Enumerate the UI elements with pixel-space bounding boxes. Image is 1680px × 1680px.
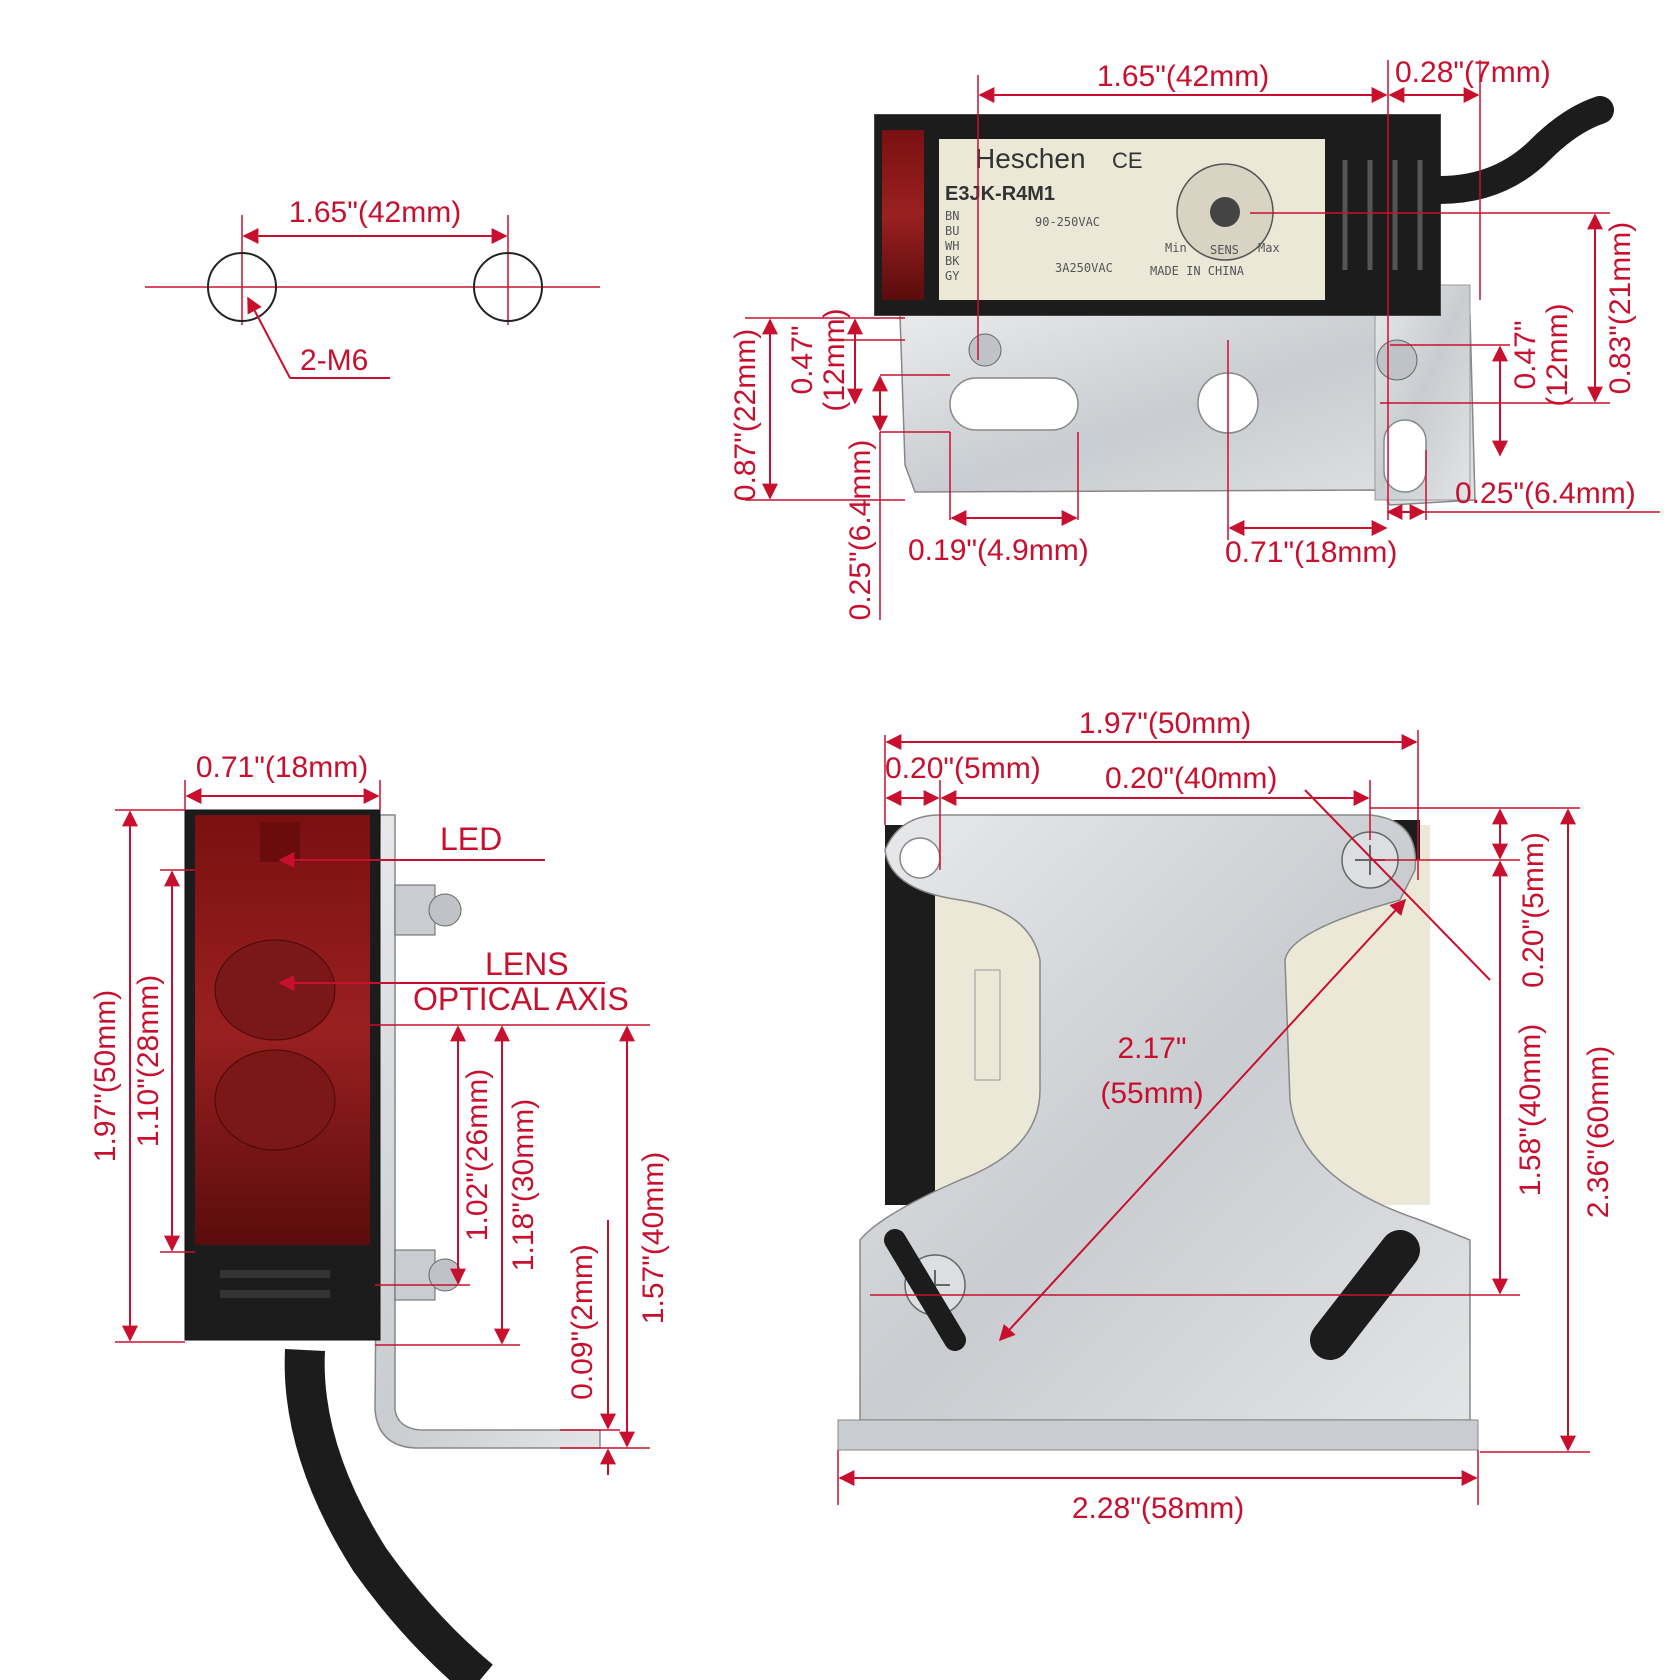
hole-view: 1.65"(42mm) 2-M6	[145, 196, 600, 379]
lens-callout: LENS	[485, 946, 569, 982]
front-slot-right	[1383, 419, 1427, 493]
front-right-slot-offset: 0.47"(12mm)	[1509, 303, 1574, 406]
front-end-width: 0.28"(7mm)	[1395, 56, 1551, 89]
side-lens-height: 1.10"(28mm)	[132, 975, 165, 1147]
side-plate-thickness: 0.09"(2mm)	[566, 1244, 599, 1400]
top-base-width: 2.28"(58mm)	[1072, 1492, 1244, 1525]
top-view: 1.97"(50mm) 0.20"(5mm) 0.20"(40mm) 2.17"…	[837, 707, 1615, 1525]
relay-label: 3A250VAC	[1055, 261, 1113, 275]
top-diagonal-in: 2.17"	[1117, 1032, 1186, 1065]
front-view: Heschen CE E3JK-R4M1 BN BU WH BK GY 90-2…	[729, 56, 1660, 620]
model-name: E3JK-R4M1	[945, 183, 1055, 205]
front-body-length: 1.65"(42mm)	[1097, 60, 1269, 93]
front-hole-spacing: 0.71"(18mm)	[1225, 536, 1397, 569]
voltage-label: 90-250VAC	[1035, 215, 1100, 229]
front-slot-width: 0.19"(4.9mm)	[908, 534, 1089, 567]
top-total-height: 2.36"(60mm)	[1582, 1046, 1615, 1218]
side-cable	[284, 1349, 493, 1680]
origin-label: MADE IN CHINA	[1150, 264, 1245, 278]
knob-max: Max	[1258, 241, 1280, 255]
wire-gy: GY	[945, 269, 960, 283]
side-total-height: 1.97"(50mm)	[89, 990, 122, 1162]
front-right-slot-width: 0.25"(6.4mm)	[1455, 477, 1636, 510]
side-bracket	[374, 814, 601, 1449]
front-left-slot-height: 0.25"(6.4mm)	[844, 440, 877, 621]
led-callout: LED	[440, 821, 502, 857]
top-hole-spacing: 0.20"(40mm)	[1105, 762, 1277, 795]
top-diagonal-mm: (55mm)	[1100, 1077, 1203, 1110]
wire-bn: BN	[945, 209, 959, 223]
top-hole-vertical: 1.58"(40mm)	[1514, 1024, 1547, 1196]
knob-sens: SENS	[1210, 243, 1239, 257]
side-view: 0.71"(18mm) LED LENS OPTICAL AXIS 1.97"(…	[89, 751, 670, 1680]
ce-mark: CE	[1112, 148, 1143, 173]
mount-hole-right	[473, 252, 543, 322]
knob-min: Min	[1165, 241, 1187, 255]
top-edge-offset: 0.20"(5mm)	[885, 752, 1041, 785]
side-axis-height: 1.18"(30mm)	[507, 1099, 540, 1271]
hole-spacing-label: 1.65"(42mm)	[289, 196, 461, 229]
optical-axis-callout: OPTICAL AXIS	[413, 981, 629, 1017]
vent-end	[1325, 115, 1440, 315]
front-right-height: 0.83"(21mm)	[1604, 222, 1637, 394]
top-right-offset: 0.20"(5mm)	[1517, 832, 1550, 988]
mount-hole-left	[207, 252, 277, 322]
wire-bu: BU	[945, 224, 959, 238]
side-width: 0.71"(18mm)	[196, 751, 368, 784]
side-screw-spacing: 1.02"(26mm)	[461, 1069, 494, 1241]
top-hole-left	[899, 837, 941, 879]
wire-wh: WH	[945, 239, 959, 253]
side-bracket-height: 1.57"(40mm)	[637, 1152, 670, 1324]
front-cable	[1426, 96, 1614, 204]
hole-size-label: 2-M6	[300, 344, 368, 377]
front-slot-left	[949, 377, 1079, 431]
wire-bk: BK	[945, 254, 960, 268]
top-width: 1.97"(50mm)	[1079, 707, 1251, 740]
brand-name: Heschen	[975, 143, 1086, 174]
front-left-slot-offset: 0.47"(12mm)	[786, 308, 851, 411]
front-left-total: 0.87"(22mm)	[729, 329, 762, 501]
